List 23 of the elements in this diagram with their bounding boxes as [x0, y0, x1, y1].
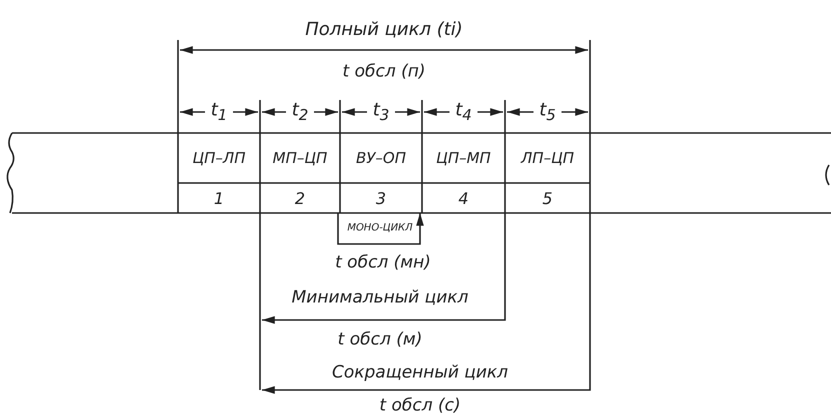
stage-number: 3 [376, 190, 386, 208]
dimension-label: t обсл (с) [379, 396, 461, 416]
duration-label: t$_{5}$ [539, 100, 556, 124]
duration-label: t$_{2}$ [292, 100, 308, 124]
transfer-label: МП–ЦП [272, 150, 328, 166]
stage-number: 4 [458, 190, 469, 208]
dimension-label: t обсл (м) [338, 330, 422, 350]
dimension-label: t обсл (п) [342, 62, 426, 82]
dimension-label: Полный цикл (ti) [305, 20, 463, 40]
dimension-label: t обсл (мн) [335, 254, 431, 272]
transfer-label: ЦП–МП [436, 150, 491, 166]
duration-label: t$_{4}$ [455, 100, 472, 124]
cycle-label: Минимальный цикл [292, 288, 468, 308]
stage-number: 2 [294, 190, 306, 208]
stage-number: 1 [214, 190, 224, 208]
transfer-label: ЦП–ЛП [192, 150, 246, 166]
duration-label: t$_{1}$ [210, 100, 228, 124]
duration-label: t$_{3}$ [372, 100, 390, 124]
cycle-label: Сокращенный цикл [332, 364, 508, 382]
stage-number: 5 [542, 190, 553, 208]
transfer-label: ЛП–ЦП [521, 150, 574, 166]
cycle-label: МОНО-ЦИКЛ [347, 222, 413, 234]
transfer-label: ВУ–ОП [356, 150, 406, 166]
